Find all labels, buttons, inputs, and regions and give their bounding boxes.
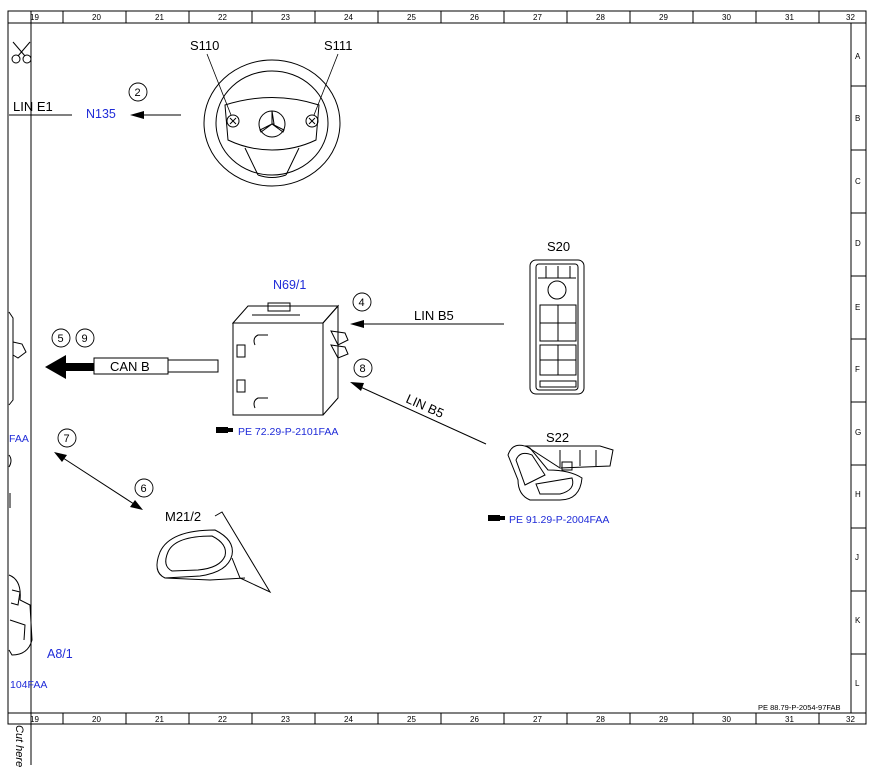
row-label: J xyxy=(855,553,859,562)
a8-1-label: A8/1 xyxy=(47,647,73,661)
row-label: K xyxy=(855,616,861,625)
ref-n69-1: PE 72.29-P-2101FAA xyxy=(238,426,338,438)
steering-wheel-icon xyxy=(203,53,341,187)
col-label: 19 xyxy=(30,13,39,22)
col-label: 22 xyxy=(218,715,227,724)
row-label: L xyxy=(855,679,860,688)
control-module-icon xyxy=(231,302,349,416)
drawing-frame xyxy=(7,10,867,765)
row-label: E xyxy=(855,303,860,312)
svg-text:9: 9 xyxy=(82,333,88,345)
row-label: F xyxy=(855,365,860,374)
row-grid: A B C D E F G H J K L xyxy=(851,52,866,688)
col-label: 19 xyxy=(30,715,39,724)
col-label: 20 xyxy=(92,715,101,724)
ref-s22: PE 91.29-P-2004FAA xyxy=(509,514,609,526)
col-label: 22 xyxy=(218,13,227,22)
svg-text:7: 7 xyxy=(64,433,70,445)
svg-text:5: 5 xyxy=(58,333,64,345)
s20-label: S20 xyxy=(547,239,570,254)
col-label: 28 xyxy=(596,715,605,724)
arrow-head xyxy=(130,111,144,119)
col-label: 24 xyxy=(344,13,353,22)
col-label: 27 xyxy=(533,715,542,724)
can-b-connection: CAN B 5 9 xyxy=(45,328,219,379)
window-switch-icon xyxy=(529,259,585,395)
partial-component-a8-1 xyxy=(8,574,33,656)
col-label: 32 xyxy=(846,715,855,724)
callout-6 xyxy=(134,478,154,498)
col-label: 27 xyxy=(533,13,542,22)
scissors-icon xyxy=(11,41,32,64)
partial-component-left xyxy=(8,311,27,508)
ref-left-faa: FAA xyxy=(9,433,29,445)
col-label: 30 xyxy=(722,13,731,22)
lin-b5-connection-s22: LIN B5 xyxy=(350,382,487,445)
m21-2-connection: 7 6 xyxy=(54,428,154,510)
row-label: G xyxy=(855,428,861,437)
s110-label: S110 xyxy=(190,38,219,53)
s111-label: S111 xyxy=(324,38,352,53)
callout-5 xyxy=(51,328,71,348)
row-label: B xyxy=(855,114,860,123)
reference-hand-icon xyxy=(216,427,233,433)
callout-7 xyxy=(57,428,77,448)
svg-text:6: 6 xyxy=(141,483,147,495)
column-grid: 19 20 21 22 23 24 25 26 27 28 29 30 31 3… xyxy=(30,11,855,724)
col-label: 29 xyxy=(659,715,668,724)
col-label: 23 xyxy=(281,715,290,724)
s22-label: S22 xyxy=(546,430,569,445)
col-label: 30 xyxy=(722,715,731,724)
col-label: 25 xyxy=(407,13,416,22)
callout-8 xyxy=(353,358,373,378)
row-label: C xyxy=(855,177,861,186)
mirror-icon xyxy=(156,511,272,594)
row-label: A xyxy=(855,52,861,61)
n69-1-label: N69/1 xyxy=(273,278,306,292)
col-label: 21 xyxy=(155,13,164,22)
callout-2 xyxy=(128,82,148,102)
col-label: 23 xyxy=(281,13,290,22)
lin-e1-label: LIN E1 xyxy=(13,99,53,114)
col-label: 25 xyxy=(407,715,416,724)
col-label: 31 xyxy=(785,715,794,724)
cut-here-label: Cut here xyxy=(13,725,25,767)
m21-2-label: M21/2 xyxy=(165,509,201,524)
col-label: 29 xyxy=(659,13,668,22)
col-label: 20 xyxy=(92,13,101,22)
col-label: 28 xyxy=(596,13,605,22)
lin-b5-top-label: LIN B5 xyxy=(414,308,454,323)
col-label: 31 xyxy=(785,13,794,22)
seat-switch-icon xyxy=(507,444,614,501)
callout-4 xyxy=(352,292,372,312)
row-label: D xyxy=(855,239,861,248)
callout-9 xyxy=(75,328,95,348)
n135-label: N135 xyxy=(86,107,116,121)
col-label: 26 xyxy=(470,715,479,724)
lin-e1-connection: LIN E1 N135 2 xyxy=(9,82,181,121)
ref-left-104: 104FAA xyxy=(10,679,47,691)
svg-text:2: 2 xyxy=(135,87,141,99)
col-label: 24 xyxy=(344,715,353,724)
col-label: 32 xyxy=(846,13,855,22)
col-label: 26 xyxy=(470,13,479,22)
col-label: 21 xyxy=(155,715,164,724)
document-id: PE 88.79-P-2054-97FAB xyxy=(758,703,841,712)
row-label: H xyxy=(855,490,861,499)
lin-b5-connection-s20: LIN B5 xyxy=(350,308,504,328)
reference-hand-icon xyxy=(488,515,505,521)
svg-text:8: 8 xyxy=(360,363,366,375)
can-b-label: CAN B xyxy=(110,359,150,374)
svg-text:4: 4 xyxy=(359,297,365,309)
